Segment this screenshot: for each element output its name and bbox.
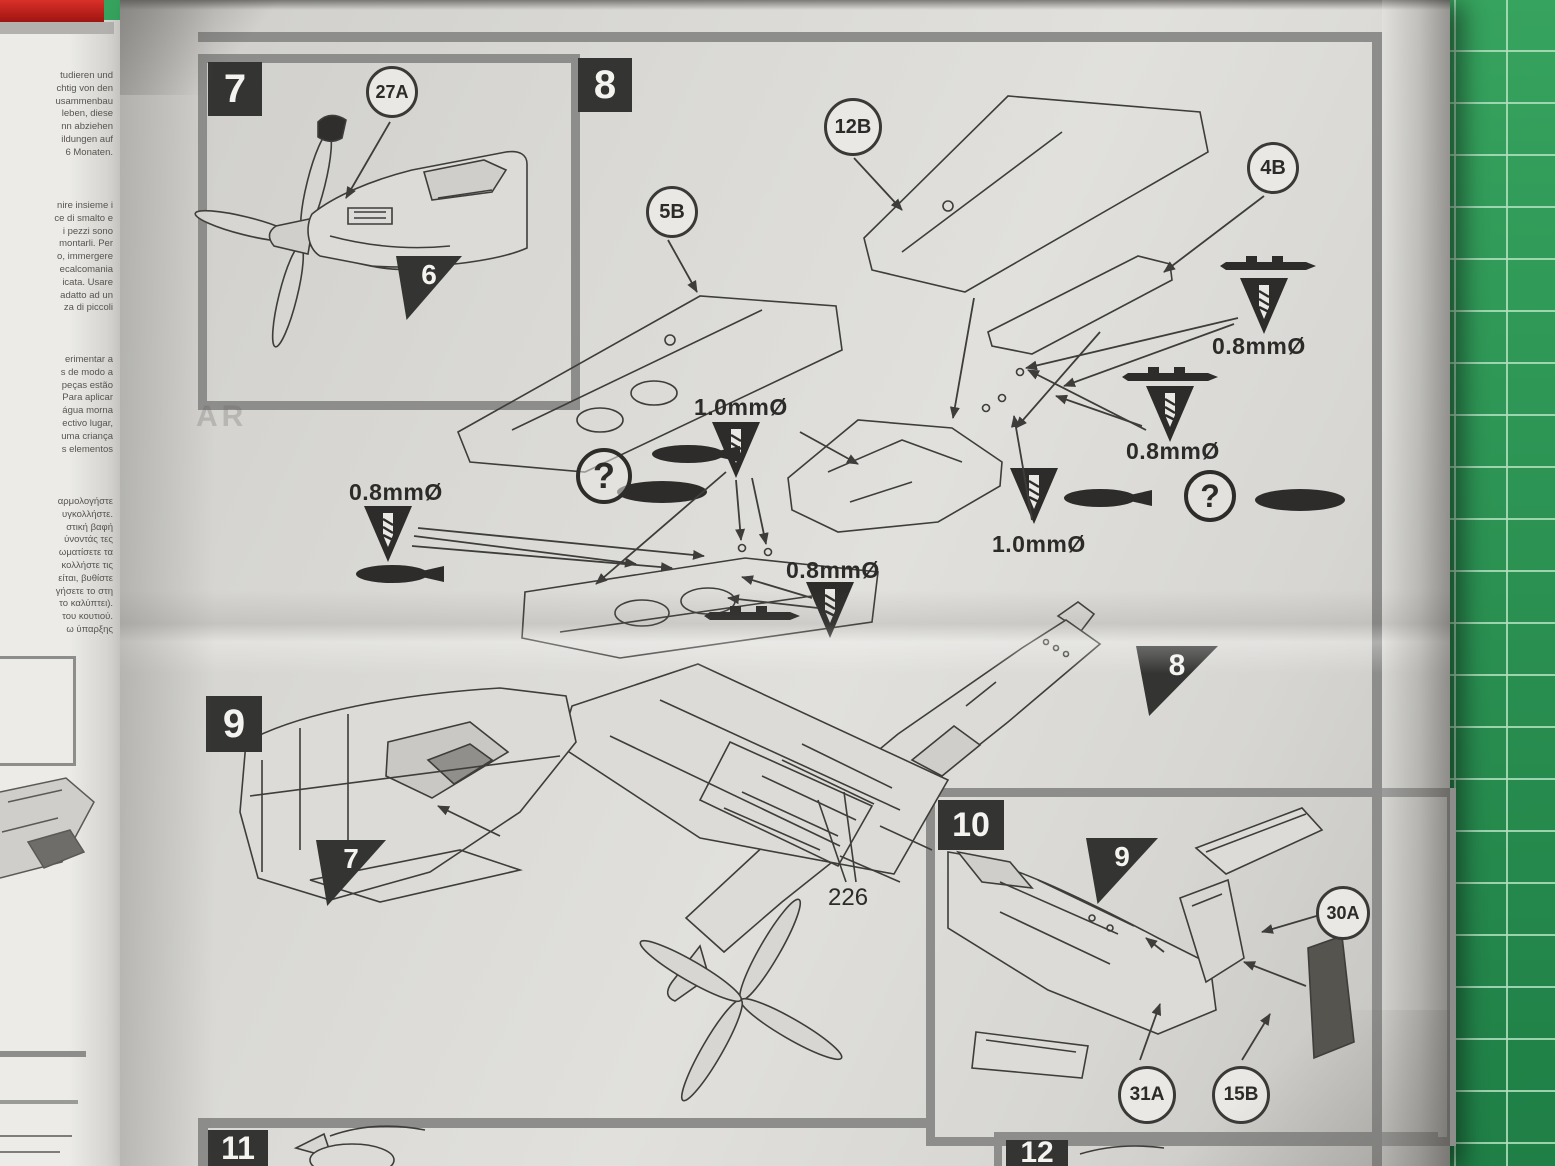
drill-callout-1.0mm: 1.0mmØ (992, 531, 1086, 557)
margin-text-line: za di piccoli (63, 302, 113, 314)
margin-text-line: peças estão (61, 379, 113, 391)
step-11-number: 11 (208, 1130, 268, 1166)
margin-text-line: nire insieme i (57, 200, 113, 211)
margin-text-line: água morna (62, 405, 113, 417)
margin-text-line: ce di smalto e (54, 212, 113, 224)
drill-callout-0.8mm: 0.8mmØ (1212, 333, 1306, 359)
step-7-number: 7 (208, 62, 262, 116)
part-number-226: 226 (828, 884, 869, 911)
step-12-number: 12 (1006, 1140, 1068, 1166)
margin-text-greek: αρμολογήστε υγκολλήστε. στική βαφή ύνοντ… (0, 496, 122, 637)
drill-callout-0.8mm: 0.8mmØ (786, 557, 880, 583)
frame-top-bar (198, 32, 1382, 42)
margin-text-line: υγκολλήστε. (62, 508, 113, 520)
step-10-panel (926, 788, 1456, 1146)
margin-text-portuguese: erimentar a s de modo a peças estão Para… (0, 354, 122, 456)
part-label-30A: 30A (1316, 886, 1370, 940)
margin-text-line: s de modo a (60, 366, 113, 378)
from-step-9-marker: 9 (1086, 838, 1158, 904)
margin-text-line: leben, diese (61, 108, 113, 120)
step-11-panel-left-bar (198, 1118, 208, 1166)
part-label-31A: 31A (1118, 1066, 1176, 1124)
goto-step-6-marker: 6 (396, 256, 462, 320)
margin-text-line: ectivo lugar, (62, 417, 113, 429)
print-through-ghost-text: AR (196, 400, 248, 433)
step-10-number: 10 (938, 800, 1004, 850)
underlying-page: tudieren und chtig von den usammenbau le… (0, 20, 126, 1166)
part-label-15B: 15B (1212, 1066, 1270, 1124)
drill-callout-0.8mm: 0.8mmØ (1126, 438, 1220, 464)
margin-text-line: nn abziehen (61, 121, 113, 133)
red-object (0, 0, 104, 22)
margin-text-line: icata. Usare (62, 276, 113, 288)
margin-text-line: ecalcomania (59, 263, 113, 275)
step-12-panel-left-bar (994, 1132, 1002, 1166)
margin-text-german: tudieren und chtig von den usammenbau le… (0, 70, 122, 160)
margin-text-line: i pezzi sono (62, 225, 113, 237)
part-label-12B: 12B (824, 98, 882, 156)
page-edge-strip (0, 22, 114, 34)
part-label-4B: 4B (1247, 142, 1299, 194)
margin-text-line: usammenbau (55, 95, 113, 107)
margin-text-line: adatto ad un (60, 289, 113, 301)
margin-text-line: κολλήστε τις (61, 559, 113, 571)
step-11-panel-top-bar (198, 1118, 934, 1128)
step-8-number: 8 (578, 58, 632, 112)
margin-text-line: ildungen auf (61, 133, 113, 145)
margin-text-line: ωματίσετε τα (58, 547, 113, 559)
margin-text-line: γήσετε το στη (55, 585, 113, 597)
margin-text-line: erimentar a (64, 354, 113, 365)
step-9-number: 9 (206, 696, 262, 752)
margin-text-line: s elementos (61, 443, 113, 455)
margin-text-italian: nire insieme i ce di smalto e i pezzi so… (0, 200, 122, 315)
from-step-7-marker: 7 (316, 840, 386, 906)
margin-text-line: 6 Monaten. (65, 146, 113, 158)
margin-text-line: είται, βυθίστε (58, 572, 113, 584)
part-label-27A: 27A (366, 66, 418, 118)
margin-text-line: chtig von den (56, 82, 113, 94)
drill-callout-0.8mm: 0.8mmØ (349, 479, 443, 505)
margin-text-line: o, immergere (57, 251, 113, 263)
margin-text-line: του κουτιού. (62, 611, 113, 623)
margin-text-line: ύνοντάς τες (64, 534, 113, 546)
from-step-8-marker: 8 (1136, 646, 1218, 716)
margin-text-line: αρμολογήστε (57, 496, 113, 507)
margin-text-line: στική βαφή (66, 521, 113, 533)
left-page-box-fragment (0, 656, 76, 766)
margin-text-line: ω ύπαρξης (66, 623, 113, 635)
step-12-panel-top-bar (994, 1132, 1438, 1140)
part-label-5B: 5B (646, 186, 698, 238)
margin-text-line: uma criança (61, 430, 113, 442)
drill-callout-1.0mm: 1.0mmØ (694, 394, 788, 420)
frame-right-bar (1372, 32, 1382, 1166)
margin-text-line: το καλύπτει). (59, 598, 113, 610)
margin-text-line: montarli. Per (59, 238, 113, 250)
margin-text-line: tudieren und (60, 70, 113, 81)
question-mark-icon: ? (1184, 470, 1236, 522)
margin-text-line: Para aplicar (62, 392, 113, 404)
question-mark-icon: ? (576, 448, 632, 504)
